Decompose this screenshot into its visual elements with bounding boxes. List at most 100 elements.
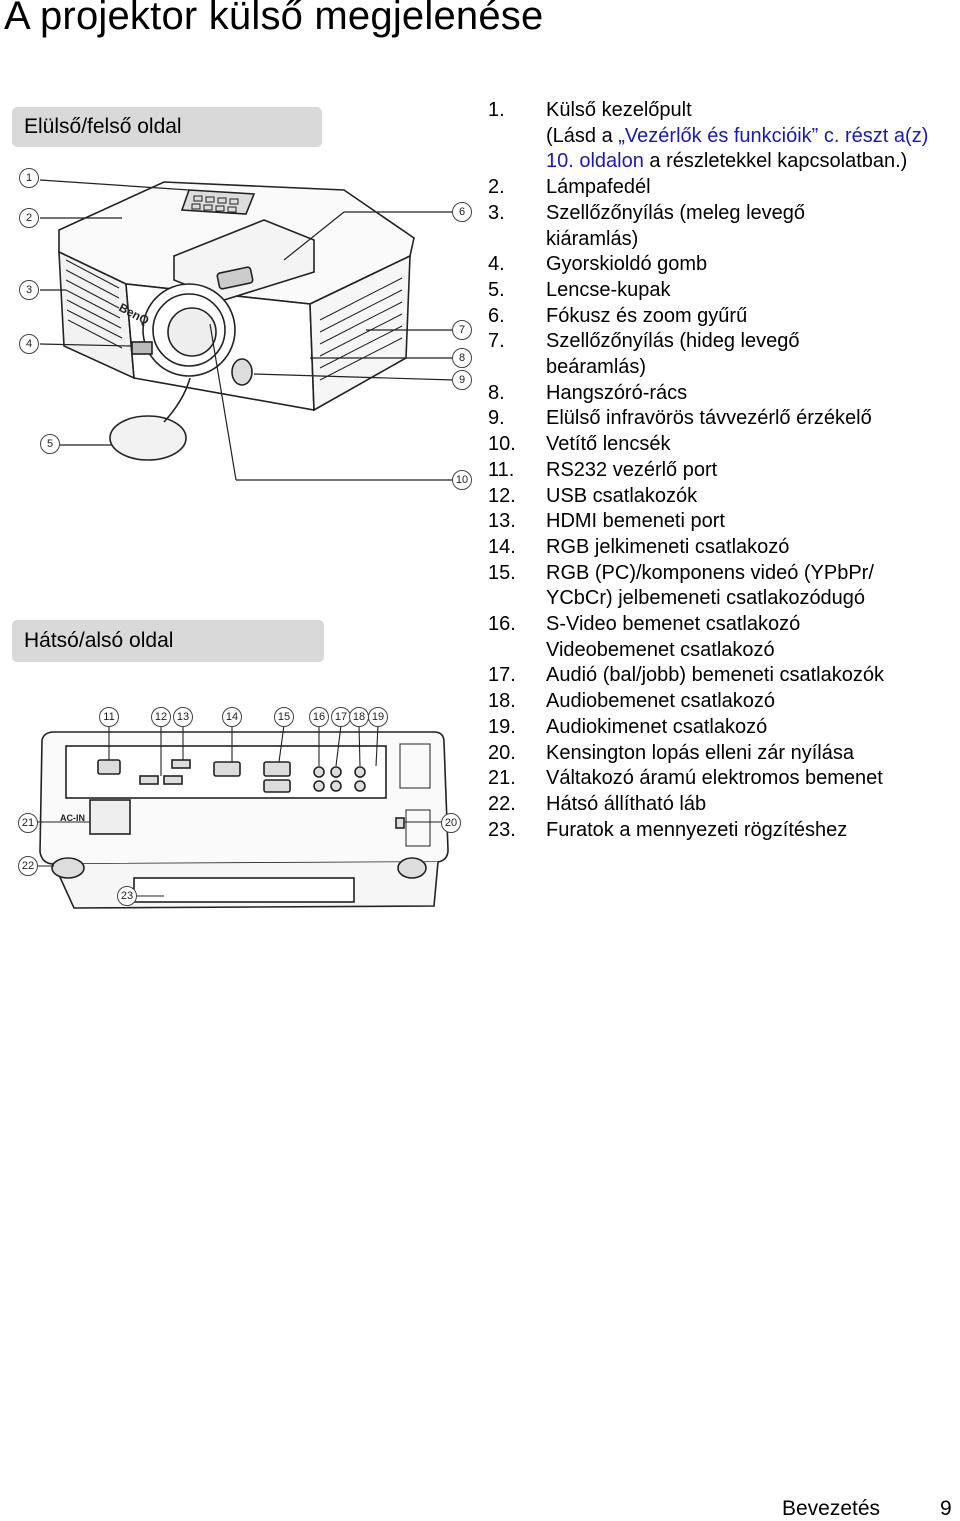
item-text-suffix: a részletekkel kapcsolatban.) bbox=[643, 150, 908, 173]
list-item: 18. Audiobemenet csatlakozó bbox=[488, 689, 954, 715]
item-text: Audiobemenet csatlakozó bbox=[546, 690, 776, 713]
item-number: 19. bbox=[488, 715, 516, 738]
item-text: Elülső infravörös távvezérlő érzékelő bbox=[546, 407, 872, 430]
item-number: 14. bbox=[488, 535, 516, 558]
list-item: 22. Hátsó állítható láb bbox=[488, 792, 954, 818]
list-item: 19. Audiokimenet csatlakozó bbox=[488, 715, 954, 741]
list-item: 9. Elülső infravörös távvezérlő érzékelő bbox=[488, 406, 954, 432]
list-item: 20. Kensington lopás elleni zár nyílása bbox=[488, 741, 954, 767]
item-number: 6. bbox=[488, 304, 505, 327]
item-text: RGB jelkimeneti csatlakozó bbox=[546, 535, 790, 558]
callout-14: 14 bbox=[222, 707, 242, 727]
item-number: 4. bbox=[488, 253, 505, 276]
item-text: Gyorskioldó gomb bbox=[546, 253, 708, 276]
item-number: 1. bbox=[488, 99, 505, 121]
list-item: 10. Vetítő lencsék bbox=[488, 432, 954, 458]
ac-in-label: AC-IN bbox=[60, 813, 85, 823]
callout-7: 7 bbox=[452, 320, 472, 340]
item-number: 21. bbox=[488, 767, 516, 790]
item-number: 8. bbox=[488, 381, 505, 404]
list-item: 1. Külső kezelőpult (Lásd a „Vezérlők és… bbox=[488, 98, 954, 175]
footer-page-number: 9 bbox=[940, 1497, 952, 1520]
callout-19: 19 bbox=[368, 707, 388, 727]
callout-11: 11 bbox=[99, 707, 119, 727]
item-text: Külső kezelőpult bbox=[546, 99, 692, 121]
callout-18: 18 bbox=[349, 707, 369, 727]
item-number: 15. bbox=[488, 561, 516, 584]
callout-1: 1 bbox=[19, 168, 39, 188]
item-number: 11. bbox=[488, 458, 515, 481]
callout-9: 9 bbox=[452, 370, 472, 390]
callout-3: 3 bbox=[19, 280, 39, 300]
list-item: 21. Váltakozó áramú elektromos bemenet bbox=[488, 766, 954, 792]
callout-2: 2 bbox=[19, 208, 39, 228]
item-number: 16. bbox=[488, 613, 516, 636]
item-text: Audió (bal/jobb) bemeneti csatlakozók bbox=[546, 664, 884, 687]
list-item: 17. Audió (bal/jobb) bemeneti csatlakozók bbox=[488, 663, 954, 689]
item-text: Kensington lopás elleni zár nyílása bbox=[546, 741, 854, 764]
item-number: 5. bbox=[488, 278, 505, 301]
item-number: 12. bbox=[488, 484, 516, 507]
item-number: 3. bbox=[488, 201, 505, 224]
item-text: RS232 vezérlő port bbox=[546, 458, 718, 481]
callout-4: 4 bbox=[19, 334, 39, 354]
callout-20: 20 bbox=[441, 813, 461, 833]
callout-6: 6 bbox=[452, 202, 472, 222]
list-item: 11. RS232 vezérlő port bbox=[488, 458, 954, 484]
item-text: Fókusz és zoom gyűrű bbox=[546, 304, 748, 327]
callout-12: 12 bbox=[151, 707, 171, 727]
callout-21: 21 bbox=[18, 813, 38, 833]
item-number: 18. bbox=[488, 690, 516, 713]
item-text: Furatok a mennyezeti rögzítéshez bbox=[546, 818, 848, 841]
item-number: 23. bbox=[488, 818, 516, 841]
item-number: 22. bbox=[488, 792, 516, 815]
list-item: 13. HDMI bemeneti port bbox=[488, 509, 954, 535]
item-text: Hangszóró-rács bbox=[546, 381, 688, 404]
list-item: 2. Lámpafedél bbox=[488, 175, 954, 201]
callout-13: 13 bbox=[173, 707, 193, 727]
item-text: Szellőzőnyílás (meleg levegő kiáramlás) bbox=[546, 201, 806, 250]
list-item: 3. Szellőzőnyílás (meleg levegő kiáramlás… bbox=[488, 201, 954, 252]
list-item: 7. Szellőzőnyílás (hideg levegő beáramlás… bbox=[488, 329, 954, 380]
callout-5: 5 bbox=[40, 434, 60, 454]
item-text: S-Video bemenet csatlakozó Videobemenet … bbox=[546, 613, 801, 661]
item-number: 13. bbox=[488, 510, 516, 533]
item-number: 2. bbox=[488, 176, 505, 199]
list-item: 8. Hangszóró-rács bbox=[488, 381, 954, 407]
item-number: 9. bbox=[488, 407, 505, 430]
footer-section-title: Bevezetés bbox=[782, 1497, 881, 1520]
controls-page-link[interactable]: „Vezérlők és funkcióik” c. részt a(z) 10… bbox=[546, 124, 929, 173]
callout-10: 10 bbox=[452, 470, 472, 490]
section-label-back: Hátsó/alsó oldal bbox=[12, 620, 324, 662]
item-text-prefix: (Lásd a bbox=[546, 124, 619, 147]
list-item: 12. USB csatlakozók bbox=[488, 484, 954, 510]
item-text: Audiokimenet csatlakozó bbox=[546, 715, 768, 738]
callout-8: 8 bbox=[452, 348, 472, 368]
list-item: 5. Lencse-kupak bbox=[488, 278, 954, 304]
list-item: 16. S-Video bemenet csatlakozó Videobemen… bbox=[488, 612, 954, 663]
section-label-front: Elülső/felső oldal bbox=[12, 107, 322, 147]
item-number: 17. bbox=[488, 664, 516, 687]
item-text: Szellőzőnyílás (hideg levegő beáramlás) bbox=[546, 330, 800, 379]
item-text: Hátsó állítható láb bbox=[546, 792, 707, 815]
item-text: RGB (PC)/komponens videó (YPbPr/ YCbCr) … bbox=[546, 561, 874, 610]
list-item: 15. RGB (PC)/komponens videó (YPbPr/ YCbC… bbox=[488, 561, 954, 612]
callout-22: 22 bbox=[18, 856, 38, 876]
projector-back-illustration: AC-IN bbox=[32, 724, 449, 909]
parts-list: 1. Külső kezelőpult (Lásd a „Vezérlők és… bbox=[488, 98, 954, 843]
item-text: Lencse-kupak bbox=[546, 278, 671, 301]
list-item: 4. Gyorskioldó gomb bbox=[488, 252, 954, 278]
item-text: Vetítő lencsék bbox=[546, 433, 671, 456]
item-number: 10. bbox=[488, 433, 516, 456]
list-item: 14. RGB jelkimeneti csatlakozó bbox=[488, 535, 954, 561]
item-number: 20. bbox=[488, 741, 516, 764]
page-title: A projektor külső megjelenése bbox=[4, 0, 544, 38]
item-text: HDMI bemeneti port bbox=[546, 510, 725, 533]
callout-23: 23 bbox=[117, 886, 137, 906]
list-item: 23. Furatok a mennyezeti rögzítéshez bbox=[488, 818, 954, 844]
item-text: Lámpafedél bbox=[546, 176, 651, 199]
item-text: USB csatlakozók bbox=[546, 484, 698, 507]
item-text: Váltakozó áramú elektromos bemenet bbox=[546, 767, 883, 790]
item-number: 7. bbox=[488, 330, 505, 353]
callout-17: 17 bbox=[331, 707, 351, 727]
